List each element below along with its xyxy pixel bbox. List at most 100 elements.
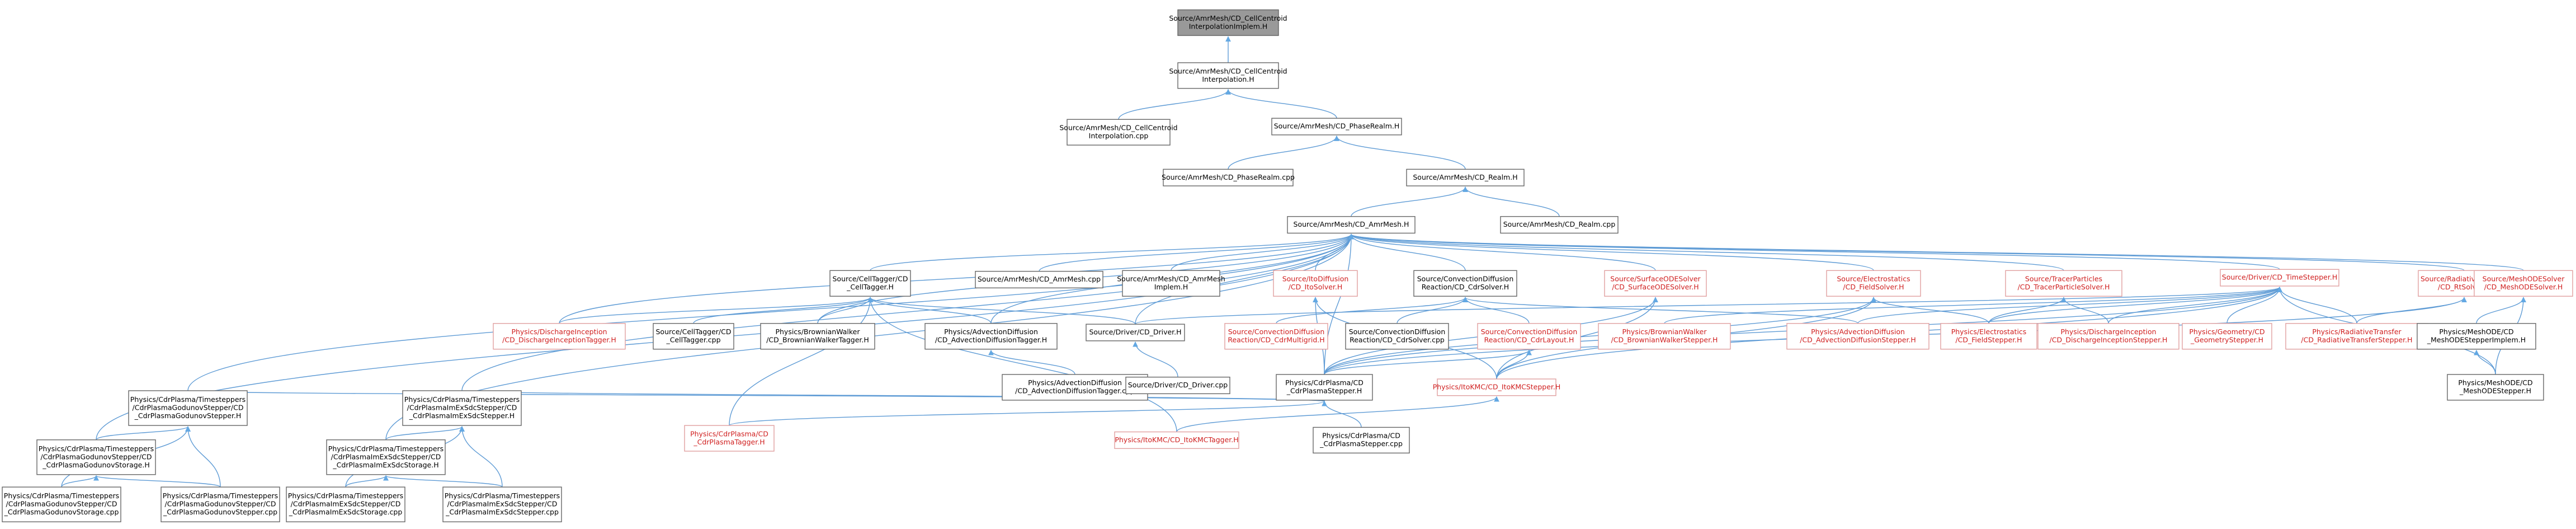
node-label-line: /CD_FieldSolver.H xyxy=(1843,283,1904,291)
node-box xyxy=(1604,270,1707,297)
node-itosolver-h[interactable]: Source/ItoDiffusion/CD_ItoSolver.H xyxy=(1273,270,1358,297)
node-label-line: Source/AmrMesh/CD_PhaseRealm.H xyxy=(1274,122,1400,130)
node-realm-cpp[interactable]: Source/AmrMesh/CD_Realm.cpp xyxy=(1500,216,1619,234)
node-cdrmultigrid-h[interactable]: Source/ConvectionDiffusionReaction/CD_Cd… xyxy=(1224,323,1328,350)
node-cdrtagger-h[interactable]: Physics/CdrPlasma/CD_CdrPlasmaTagger.H xyxy=(684,425,775,452)
node-label-line: Physics/AdvectionDiffusion xyxy=(1811,327,1905,336)
node-cdrsolver-h[interactable]: Source/ConvectionDiffusionReaction/CD_Cd… xyxy=(1413,270,1517,297)
node-label-line: _CdrPlasmaGodunovStorage.H xyxy=(42,461,150,469)
node-timestepper-h[interactable]: Source/Driver/CD_TimeStepper.H xyxy=(2220,269,2339,287)
node-imex-stepper-h[interactable]: Physics/CdrPlasma/Timesteppers/CdrPlasma… xyxy=(402,390,522,426)
node-box xyxy=(2474,270,2573,297)
node-box xyxy=(1313,427,1410,454)
node-box xyxy=(1273,270,1358,297)
node-imex-storage-cpp[interactable]: Physics/CdrPlasma/Timesteppers/CdrPlasma… xyxy=(286,486,405,522)
node-celltagger-h[interactable]: Source/CellTagger/CD_CellTagger.H xyxy=(829,270,911,297)
edge-timestepper_h-to-amrmesh_h xyxy=(1348,233,2280,270)
node-box xyxy=(1500,216,1619,234)
node-godunov-stepper-h[interactable]: Physics/CdrPlasma/Timesteppers/CdrPlasma… xyxy=(128,390,248,426)
node-label-line: Source/AmrMesh/CD_CellCentroid xyxy=(1169,67,1287,75)
node-adtagger-cpp[interactable]: Physics/AdvectionDiffusion/CD_AdvectionD… xyxy=(1002,374,1148,401)
edge-realm_h-to-phaserealm_h xyxy=(1334,135,1466,170)
node-dit-h[interactable]: Physics/DischargeInception/CD_DischargeI… xyxy=(493,323,626,350)
node-celltagger-cpp[interactable]: Source/CellTagger/CD_CellTagger.cpp xyxy=(653,323,734,350)
node-label-line: _CdrPlasmaImExSdcStepper.cpp xyxy=(445,508,559,516)
node-box xyxy=(1002,374,1148,401)
node-itokmctagger-h[interactable]: Physics/ItoKMC/CD_ItoKMCTagger.H xyxy=(1114,431,1239,449)
node-label-line: /CD_TracerParticleSolver.H xyxy=(2018,283,2110,291)
file-nodes: Source/AmrMesh/CD_CellCentroidInterpolat… xyxy=(2,9,2573,522)
node-imex-stepper-cpp[interactable]: Physics/CdrPlasma/Timesteppers/CdrPlasma… xyxy=(442,486,562,522)
edge-imex_stepper_cpp-to-imex_stepper_h xyxy=(459,426,503,488)
node-ccinterp-h[interactable]: Source/AmrMesh/CD_CellCentroidInterpolat… xyxy=(1169,62,1287,89)
node-label-line: Source/AmrMesh/CD_AmrMesh.cpp xyxy=(978,275,1101,283)
node-cdrlayout-h[interactable]: Source/ConvectionDiffusionReaction/CD_Cd… xyxy=(1477,323,1581,350)
node-label-line: Interpolation.H xyxy=(1202,75,1254,83)
node-rtstepper-h[interactable]: Physics/RadiativeTransfer/CD_RadiativeTr… xyxy=(2285,323,2428,350)
node-fieldstepper-h[interactable]: Physics/Electrostatics/CD_FieldStepper.H xyxy=(1940,323,2037,350)
node-tracer-h[interactable]: Source/TracerParticles/CD_TracerParticle… xyxy=(2005,270,2122,297)
edge-cdrstepper_h-to-cdrlayout_h xyxy=(1324,349,1532,375)
node-fieldsolver-h[interactable]: Source/Electrostatics/CD_FieldSolver.H xyxy=(1826,270,1921,297)
node-label-line: /CD_DischargeInceptionStepper.H xyxy=(2050,336,2168,344)
node-adstepper-h[interactable]: Physics/AdvectionDiffusion/CD_AdvectionD… xyxy=(1786,323,1929,350)
node-meshodeimplem-h[interactable]: Physics/MeshODE/CD_MeshODEStepperImplem.… xyxy=(2417,323,2536,350)
node-label-line: Source/AmrMesh/CD_Realm.cpp xyxy=(1503,220,1616,228)
node-godunov-storage-h[interactable]: Physics/CdrPlasma/Timesteppers/CdrPlasma… xyxy=(36,439,156,475)
node-label-line: /CD_DischargeInceptionTagger.H xyxy=(502,336,616,344)
node-label-line: /CD_ItoSolver.H xyxy=(1289,283,1343,291)
node-label-line: _CdrPlasmaTagger.H xyxy=(693,438,765,446)
node-ccinterp-cpp[interactable]: Source/AmrMesh/CD_CellCentroidInterpolat… xyxy=(1059,119,1178,146)
node-phaserealm-h[interactable]: Source/AmrMesh/CD_PhaseRealm.H xyxy=(1271,118,1402,135)
node-surfaceode-h[interactable]: Source/SurfaceODESolver/CD_SurfaceODESol… xyxy=(1604,270,1707,297)
node-label-line: Physics/MeshODE/CD xyxy=(2439,327,2513,336)
node-realm-h[interactable]: Source/AmrMesh/CD_Realm.H xyxy=(1406,168,1525,186)
edge-dit_h-to-amrmesh_h xyxy=(559,233,1354,324)
node-label-line: Source/Driver/CD_Driver.H xyxy=(1089,328,1181,336)
node-godunov-stepper-cpp[interactable]: Physics/CdrPlasma/Timesteppers/CdrPlasma… xyxy=(161,486,280,522)
node-meshodestepper-h[interactable]: Physics/MeshODE/CD_MeshODEStepper.H xyxy=(2447,374,2544,401)
node-label-line: Source/ItoDiffusion xyxy=(1282,275,1349,283)
node-label-line: Source/AmrMesh/CD_AmrMesh.H xyxy=(1294,220,1409,228)
edge-imex_stepper_cpp-to-imex_storage_h xyxy=(383,475,503,488)
node-label-line: Physics/Electrostatics xyxy=(1951,327,2027,336)
node-label-line: Implem.H xyxy=(1154,283,1188,291)
edge-driver_h-to-celltagger_h xyxy=(867,297,1136,325)
node-cdrstepper-h[interactable]: Physics/CdrPlasma/CD_CdrPlasmaStepper.H xyxy=(1276,374,1373,401)
node-label-line: Physics/Geometry/CD xyxy=(2189,327,2264,336)
node-box xyxy=(1086,324,1185,341)
edge-godunov_stepper_cpp-to-godunov_stepper_h xyxy=(185,426,221,488)
edge-bwstepper_h-to-timestepper_h xyxy=(1664,286,2282,324)
node-driver-h[interactable]: Source/Driver/CD_Driver.H xyxy=(1086,324,1185,341)
node-driver-cpp[interactable]: Source/Driver/CD_Driver.cpp xyxy=(1125,376,1230,395)
node-label-line: _CdrPlasmaGodunovStorage.cpp xyxy=(4,508,119,516)
edge-geostepper_h-to-timestepper_h xyxy=(2226,286,2282,324)
node-phaserealm-cpp[interactable]: Source/AmrMesh/CD_PhaseRealm.cpp xyxy=(1162,168,1295,186)
node-label-line: /CdrPlasmaImExSdcStepper/CD xyxy=(407,404,517,412)
node-itokmcstepper-h[interactable]: Physics/ItoKMC/CD_ItoKMCStepper.H xyxy=(1433,378,1561,396)
node-box xyxy=(2005,270,2122,297)
node-geostepper-h[interactable]: Physics/Geometry/CD_GeometryStepper.H xyxy=(2182,323,2272,350)
node-godunov-storage-cpp[interactable]: Physics/CdrPlasma/Timesteppers/CdrPlasma… xyxy=(2,486,121,522)
node-cdrstepper-cpp[interactable]: Physics/CdrPlasma/CD_CdrPlasmaStepper.cp… xyxy=(1313,427,1410,454)
node-box xyxy=(1477,323,1581,350)
edge-imex_storage_cpp-to-imex_storage_h xyxy=(345,475,389,488)
node-label-line: _CdrPlasmaGodunovStepper.H xyxy=(134,411,242,420)
node-imex-storage-h[interactable]: Physics/CdrPlasma/Timesteppers/CdrPlasma… xyxy=(326,439,446,475)
node-adtagger-h[interactable]: Physics/AdvectionDiffusion/CD_AdvectionD… xyxy=(924,323,1058,350)
node-bwtagger-h[interactable]: Physics/BrownianWalker/CD_BrownianWalker… xyxy=(760,323,875,350)
node-dis-h[interactable]: Physics/DischargeInception/CD_DischargeI… xyxy=(2037,323,2179,350)
node-amrmesh-h[interactable]: Source/AmrMesh/CD_AmrMesh.H xyxy=(1287,216,1416,234)
node-bwstepper-h[interactable]: Physics/BrownianWalker/CD_BrownianWalker… xyxy=(1598,323,1731,350)
node-cdrsolver-cpp[interactable]: Source/ConvectionDiffusionReaction/CD_Cd… xyxy=(1345,323,1449,350)
node-meshode-h[interactable]: Source/MeshODESolver/CD_MeshODESolver.H xyxy=(2474,270,2573,297)
edge-godunov_storage_h-to-godunov_stepper_h xyxy=(96,426,191,441)
node-label-line: Source/Driver/CD_Driver.cpp xyxy=(1128,381,1228,389)
node-box xyxy=(1276,374,1373,401)
node-label-line: Physics/AdvectionDiffusion xyxy=(1028,378,1122,387)
node-box xyxy=(128,390,248,426)
node-label-line: Reaction/CD_CdrSolver.cpp xyxy=(1350,336,1445,344)
node-amrmesh-cpp[interactable]: Source/AmrMesh/CD_AmrMesh.cpp xyxy=(975,270,1103,289)
node-label-line: Physics/CdrPlasma/Timesteppers xyxy=(288,491,403,500)
